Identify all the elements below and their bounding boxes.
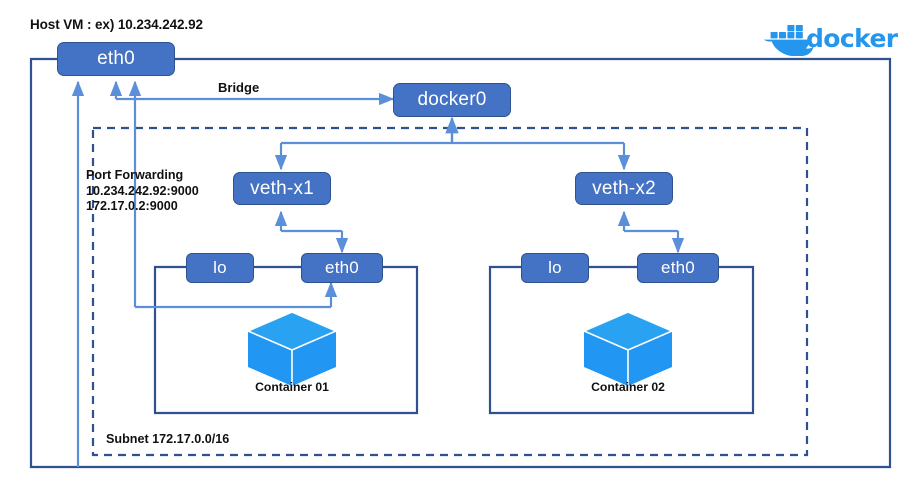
port-forwarding-annotation: Port Forwarding 10.234.242.92:9000 172.1… — [86, 168, 199, 215]
bridge-connector — [109, 80, 395, 106]
docker-logo — [762, 22, 892, 57]
port-forwarding-title: Port Forwarding — [86, 168, 184, 182]
docker-wordmark: docker — [806, 24, 898, 53]
docker0-bus-connector — [274, 116, 631, 171]
port-forwarding-host-address: 10.234.242.92:9000 — [86, 183, 199, 198]
node-container-02-eth0[interactable]: eth0 — [637, 253, 719, 283]
host-frame — [29, 57, 892, 469]
container-01-cube-icon — [245, 310, 339, 393]
veth-x2-container-link — [617, 210, 685, 254]
node-docker0[interactable]: docker0 — [393, 83, 511, 117]
container-02-cube-icon — [581, 310, 675, 393]
node-container-01-eth0[interactable]: eth0 — [301, 253, 383, 283]
subnet-label: Subnet 172.17.0.0/16 — [106, 432, 230, 446]
node-container-01-lo[interactable]: lo — [186, 253, 254, 283]
node-veth-x2[interactable]: veth-x2 — [575, 172, 673, 205]
container-01-label: Container 01 — [255, 380, 329, 394]
node-host-eth0[interactable]: eth0 — [57, 42, 175, 76]
container-02-label: Container 02 — [591, 380, 665, 394]
host-vm-label: Host VM : ex) 10.234.242.92 — [30, 17, 203, 32]
veth-x1-container-link — [274, 210, 349, 254]
port-forwarding-container-address: 172.17.0.2:9000 — [86, 199, 178, 213]
port-forwarding-container-return — [128, 80, 338, 309]
node-veth-x1[interactable]: veth-x1 — [233, 172, 331, 205]
bridge-label: Bridge — [218, 80, 260, 95]
subnet-dashed-boundary — [91, 126, 809, 457]
container-01-frame — [153, 265, 419, 415]
node-container-02-lo[interactable]: lo — [521, 253, 589, 283]
docker-whale-icon — [764, 25, 814, 57]
container-02-frame — [488, 265, 755, 415]
